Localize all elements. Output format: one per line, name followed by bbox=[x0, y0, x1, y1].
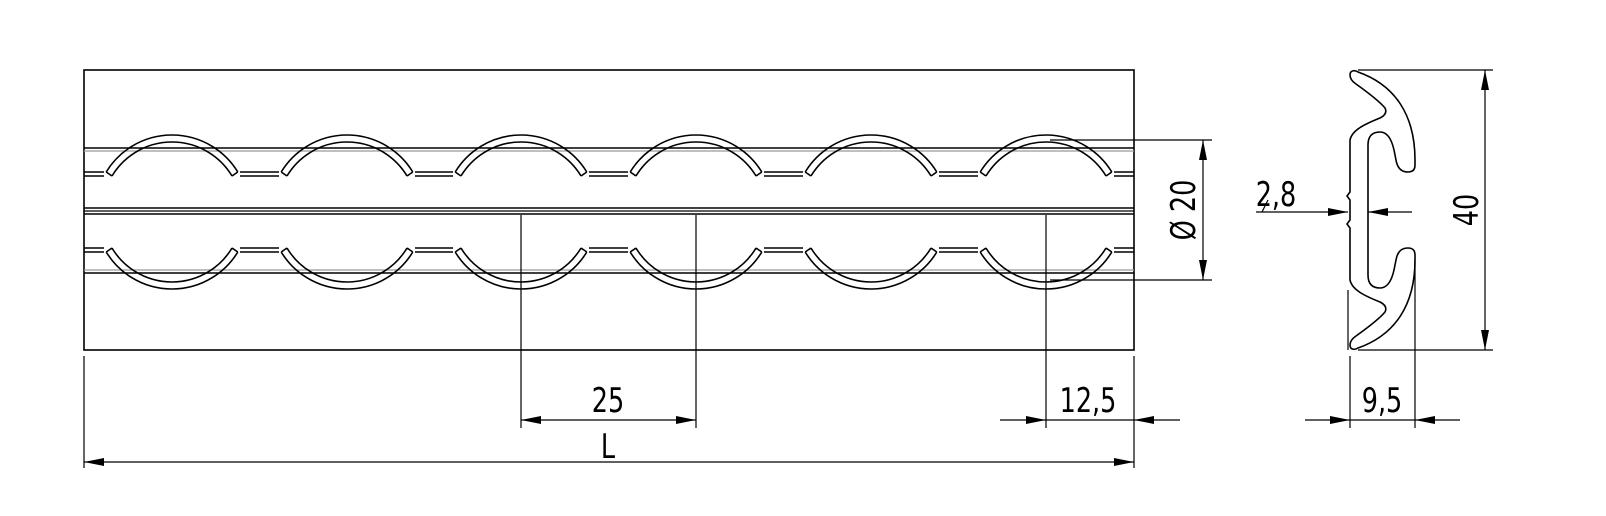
rail-outline bbox=[83, 69, 1135, 351]
rail-holes bbox=[104, 134, 1114, 290]
hole-arc-top bbox=[804, 134, 938, 177]
hole-diameter-dimension: Ø 20 bbox=[1164, 180, 1204, 241]
hole-arc-bottom bbox=[105, 247, 239, 290]
profile-dimensions: 40 2,8 9,5 bbox=[1256, 69, 1493, 428]
rail-bands bbox=[84, 147, 1134, 274]
length-label: L bbox=[601, 427, 615, 467]
hole-arc-bottom bbox=[280, 247, 414, 290]
pitch-dimension: 25 bbox=[592, 381, 624, 421]
depth-dimension: 9,5 bbox=[1362, 381, 1403, 421]
hole-arc-top bbox=[105, 134, 239, 177]
height-dimension: 40 bbox=[1447, 194, 1487, 226]
front-dimensions: 25 L 12,5 Ø 20 bbox=[83, 139, 1212, 468]
wall-thickness-dimension: 2,8 bbox=[1256, 175, 1297, 215]
hole-arc-top bbox=[629, 134, 763, 177]
side-profile bbox=[1346, 69, 1416, 351]
profile-outline bbox=[1346, 69, 1416, 351]
hole-arc-top bbox=[454, 134, 588, 177]
end-offset-dimension: 12,5 bbox=[1060, 381, 1117, 421]
hole-arc-top bbox=[280, 134, 414, 177]
front-view bbox=[83, 69, 1135, 351]
hole-arc-top bbox=[979, 134, 1113, 177]
hole-arc-bottom bbox=[804, 247, 938, 290]
